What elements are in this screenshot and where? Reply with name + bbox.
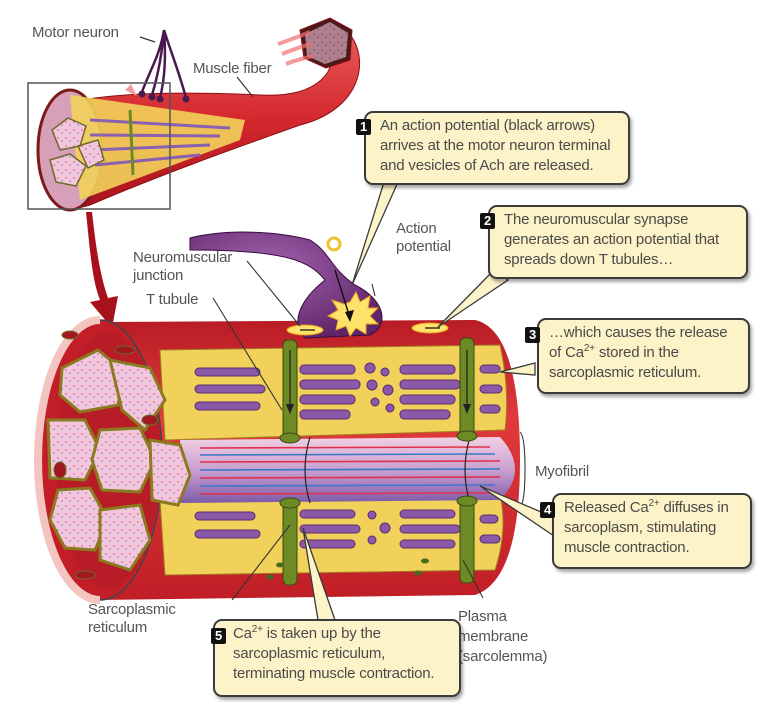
step-2-callout: 2 The neuromuscular synapse generates an… [480, 205, 748, 279]
step-3-callout: 3 …which causes the release of Ca2+ stor… [525, 318, 750, 394]
zoom-region-box [27, 82, 171, 210]
motor-neuron-branches [138, 29, 190, 103]
vesicle-release-icon [326, 236, 342, 252]
sarcoplasmic-reticulum-label: Sarcoplasmic reticulum [88, 601, 176, 636]
muscle-fiber-leader [236, 76, 254, 98]
step-4-callout: 4 Released Ca2+ diffuses in sarcoplasm, … [540, 493, 752, 569]
callout-pointers [302, 181, 561, 621]
step-4-number-badge: 4 [540, 502, 555, 518]
muscle-fiber-overview [36, 17, 361, 212]
myofibril-label: Myofibril [535, 463, 590, 480]
step-2-number-badge: 2 [480, 213, 495, 229]
motor-neuron-label: Motor neuron [32, 24, 119, 41]
plasma-membrane-label: Plasma membrane (sarcolemma) [458, 608, 548, 665]
muscle-fiber-cross-section [34, 316, 520, 604]
action-potential-burst-icon [326, 290, 380, 338]
motor-neuron-terminal [189, 231, 449, 339]
muscle-fiber-label: Muscle fiber [193, 60, 272, 77]
action-potential-label: Action potential [396, 220, 451, 255]
step-5-callout: 5 Ca2+ is taken up by the sarcoplasmic r… [211, 619, 461, 697]
step-3-number-badge: 3 [525, 327, 540, 343]
leader-lines [212, 260, 526, 601]
t-tubule-label: T tubule [146, 291, 199, 308]
step-5-number-badge: 5 [211, 628, 226, 644]
step-1-number-badge: 1 [356, 119, 371, 135]
zoom-arrow-icon [86, 212, 118, 328]
step-1-callout: 1 An action potential (black arrows) arr… [356, 111, 630, 185]
neuromuscular-junction-label: Neuromuscular junction [133, 249, 233, 284]
motor-neuron-leader [139, 36, 156, 43]
